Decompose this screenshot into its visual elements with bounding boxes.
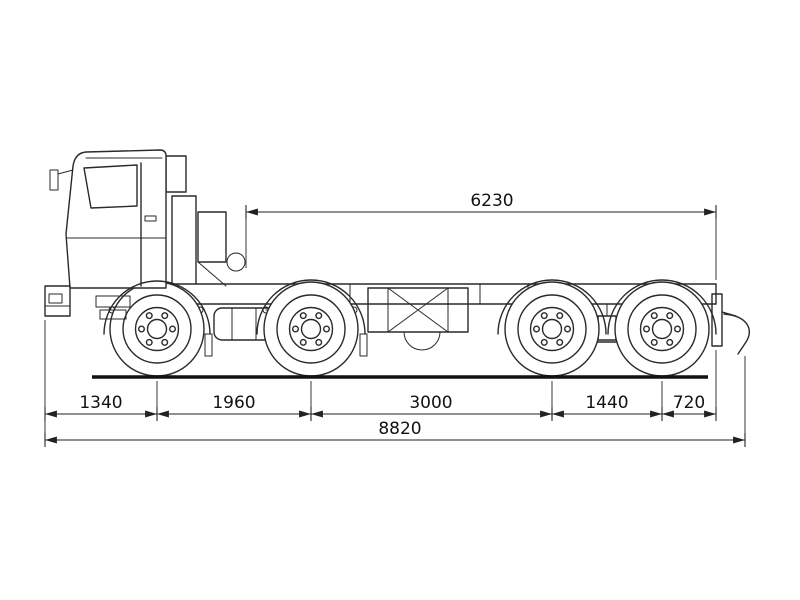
- cab-step-lower: [99, 309, 127, 320]
- fender-axle-2: [256, 279, 366, 335]
- rear-hitch: [711, 293, 751, 355]
- fender-axle-4: [607, 279, 717, 335]
- dimension-annotations: 6230 1340 1960 3000 1440 720 882: [44, 191, 746, 447]
- dim-label-front-overhang: 1340: [79, 393, 122, 413]
- fenders: [256, 279, 717, 357]
- wheel-2: [263, 281, 359, 377]
- dim-label-frame-length: 6230: [470, 191, 513, 211]
- cab-side-window: [83, 164, 138, 209]
- engine-bay: [165, 155, 246, 287]
- truck-drawing: [44, 149, 751, 377]
- cab-step-upper: [95, 295, 131, 308]
- fender-axle-1: [103, 280, 211, 335]
- dim-label-overall-length: 8820: [378, 419, 421, 439]
- wheel-4: [614, 281, 710, 377]
- mud-flap-axle-2: [359, 333, 368, 357]
- mud-flap-axle-1: [204, 333, 213, 357]
- dim-label-axle-3-4: 1440: [585, 393, 628, 413]
- cab: [44, 149, 213, 357]
- mirror-arm: [57, 169, 74, 175]
- headlight: [48, 293, 63, 304]
- dim-label-axle-1-2: 1960: [212, 393, 255, 413]
- dim-frame-length: 6230: [245, 191, 717, 219]
- mirror: [49, 169, 59, 191]
- dim-overall-length: 8820: [44, 419, 746, 447]
- frame-equipment-box: [367, 287, 469, 351]
- front-bumper: [44, 285, 71, 317]
- dim-label-rear-overhang: 720: [673, 393, 705, 413]
- fender-axle-3: [497, 279, 607, 335]
- wheel-3: [504, 281, 600, 377]
- dim-label-axle-2-3: 3000: [409, 393, 452, 413]
- door-handle: [144, 215, 157, 222]
- dim-chain-bottom: 1340 1960 3000 1440 720: [44, 393, 717, 421]
